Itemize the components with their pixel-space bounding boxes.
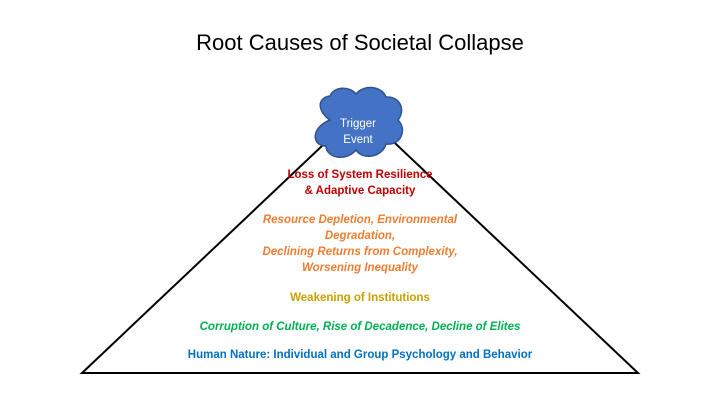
layer-system-resilience: Loss of System Resilience & Adaptive Cap… [140,167,580,199]
diagram-title: Root Causes of Societal Collapse [196,30,524,55]
trigger-cloud-icon [314,86,404,158]
layer-resource-depletion: Resource Depletion, Environmental Degrad… [140,212,580,276]
layer-text-line: Degradation, [324,230,396,242]
trigger-label-line1: Trigger [340,118,376,130]
layer-text-line: Corruption of Culture, Rise of Decadence… [199,321,521,333]
layer-text-line: Human Nature: Individual and Group Psych… [187,349,533,361]
layer-text-line: Resource Depletion, Environmental [262,214,458,226]
trigger-event-label: Trigger Event [318,116,398,148]
pyramid-triangle [79,108,641,374]
layer-human-nature: Human Nature: Individual and Group Psych… [140,347,580,363]
layer-text-line: & Adaptive Capacity [304,185,416,197]
layer-institutions: Weakening of Institutions [140,290,580,306]
trigger-label-line2: Event [343,134,373,146]
layer-text-line: Weakening of Institutions [290,292,430,304]
layer-culture: Corruption of Culture, Rise of Decadence… [140,319,580,335]
layer-text-line: Loss of System Resilience [287,169,433,181]
layer-text-line: Worsening Inequality [301,262,419,274]
layer-text-line: Declining Returns from Complexity, [262,246,458,258]
